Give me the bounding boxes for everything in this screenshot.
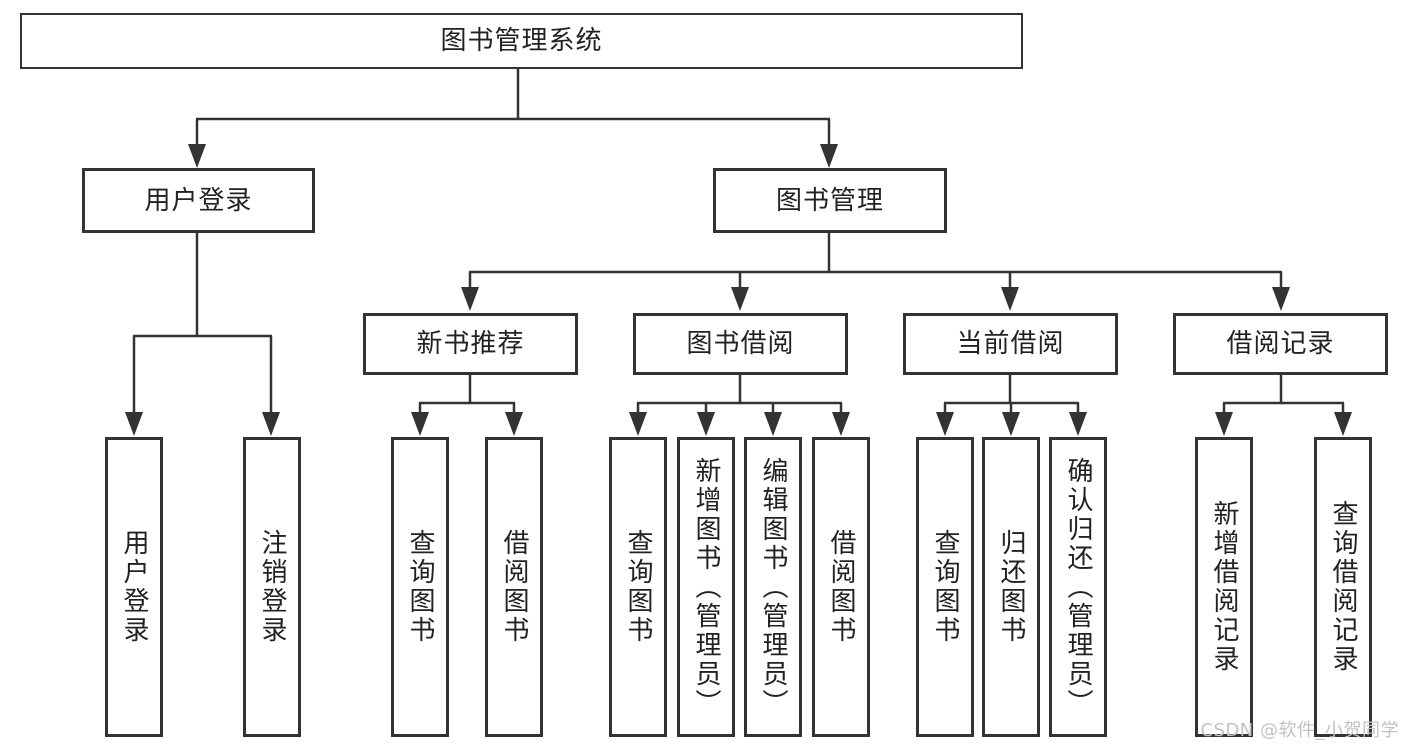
arrowheads (125, 144, 1352, 436)
node-label: 新增图书（管理员） (691, 456, 721, 718)
node-query-books-recommend: 查询图书 (391, 437, 449, 737)
node-label: 查询借阅记录 (1328, 500, 1358, 674)
node-user-login: 用户登录 (82, 168, 315, 233)
node-label: 归还图书 (996, 529, 1026, 645)
node-logout: 注销登录 (243, 437, 301, 737)
node-add-borrow-record: 新增借阅记录 (1195, 437, 1253, 737)
node-label: 图书管理 (775, 185, 884, 216)
node-book-management: 图书管理 (713, 168, 947, 233)
node-label: 新书推荐 (416, 329, 525, 359)
node-confirm-return-admin: 确认归还（管理员） (1049, 437, 1107, 737)
node-add-books-admin: 新增图书（管理员） (677, 437, 735, 737)
node-book-borrowing: 图书借阅 (633, 313, 848, 375)
node-query-books-borrow: 查询图书 (609, 437, 667, 737)
node-label: 借阅图书 (499, 529, 529, 645)
node-label: 当前借阅 (956, 329, 1065, 359)
node-borrowing-records: 借阅记录 (1173, 313, 1388, 375)
node-query-books-current: 查询图书 (916, 437, 974, 737)
node-label: 注销登录 (257, 529, 287, 645)
node-query-borrow-record: 查询借阅记录 (1314, 437, 1372, 737)
node-borrow-books: 借阅图书 (812, 437, 870, 737)
node-borrow-books-recommend: 借阅图书 (485, 437, 543, 737)
node-edit-books-admin: 编辑图书（管理员） (744, 437, 802, 737)
node-label: 用户登录 (119, 529, 149, 645)
node-label: 用户登录 (144, 185, 253, 216)
node-current-borrowing: 当前借阅 (903, 313, 1118, 375)
node-return-books: 归还图书 (982, 437, 1040, 737)
node-label: 编辑图书（管理员） (758, 456, 788, 718)
node-library-management-system: 图书管理系统 (20, 13, 1023, 69)
node-label: 借阅图书 (826, 529, 856, 645)
node-label: 确认归还（管理员） (1063, 456, 1093, 718)
node-new-book-recommendation: 新书推荐 (363, 313, 578, 375)
node-label: 新增借阅记录 (1209, 500, 1239, 674)
node-label: 查询图书 (405, 529, 435, 645)
node-label: 图书管理系统 (440, 26, 603, 56)
node-label: 查询图书 (623, 529, 653, 645)
node-label: 查询图书 (930, 529, 960, 645)
node-label: 借阅记录 (1226, 329, 1335, 359)
csdn-watermark: CSDN @软件_小贺同学 (1200, 720, 1399, 741)
node-label: 图书借阅 (686, 329, 795, 359)
node-user-login-action: 用户登录 (105, 437, 163, 737)
